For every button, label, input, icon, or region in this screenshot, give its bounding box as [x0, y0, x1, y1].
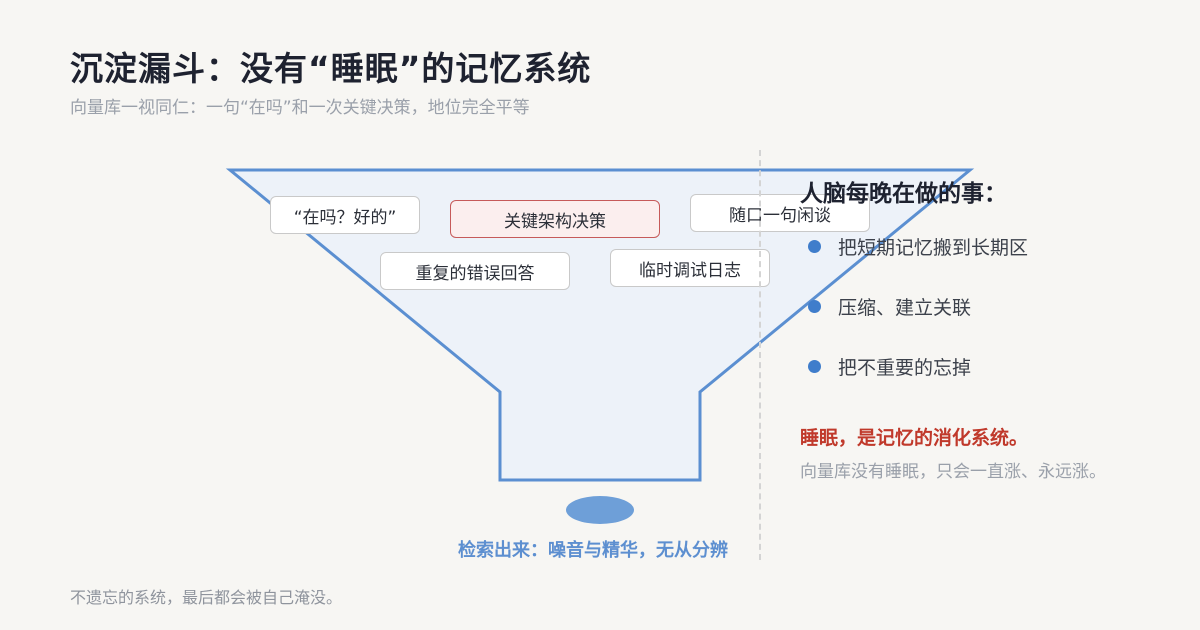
page-title: 沉淀漏斗：没有“睡眠”的记忆系统 — [70, 49, 592, 88]
section-divider — [759, 150, 761, 560]
bullet-dot-icon — [808, 239, 821, 253]
bullet-dot-icon — [808, 359, 821, 373]
bullet-item: 把短期记忆搬到长期区 — [808, 232, 1028, 260]
bullet-text: 压缩、建立关联 — [838, 296, 972, 319]
output-blob — [566, 496, 634, 524]
bullet-item: 压缩、建立关联 — [808, 292, 1028, 320]
memory-chip-greeting: “在吗？好的” — [270, 196, 420, 234]
memory-chip-chitchat: 随口一句闲谈 — [690, 194, 870, 232]
sleep-highlight: 睡眠，是记忆的消化系统。 — [800, 427, 1029, 449]
funnel-shape — [225, 168, 975, 482]
funnel-output-label: 检索出来：噪音与精华，无从分辨 — [458, 540, 728, 561]
memory-chip-debug-log: 临时调试日志 — [610, 249, 770, 287]
bullet-item: 把不重要的忘掉 — [808, 352, 1028, 380]
brain-bullet-list: 把短期记忆搬到长期区 压缩、建立关联 把不重要的忘掉 — [808, 232, 1028, 412]
bullet-text: 把短期记忆搬到长期区 — [838, 236, 1029, 259]
bullet-dot-icon — [808, 299, 821, 313]
memory-chip-key-decision: 关键架构决策 — [450, 200, 660, 238]
memory-chip-repeated-error: 重复的错误回答 — [380, 252, 570, 290]
vector-store-note: 向量库没有睡眠，只会一直涨、永远涨。 — [800, 462, 1106, 482]
brain-heading: 人脑每晚在做的事： — [800, 181, 1007, 207]
page-subtitle: 向量库一视同仁：一句“在吗”和一次关键决策，地位完全平等 — [70, 98, 530, 118]
bullet-text: 把不重要的忘掉 — [838, 356, 972, 379]
footer-note: 不遗忘的系统，最后都会被自己淹没。 — [70, 588, 343, 607]
